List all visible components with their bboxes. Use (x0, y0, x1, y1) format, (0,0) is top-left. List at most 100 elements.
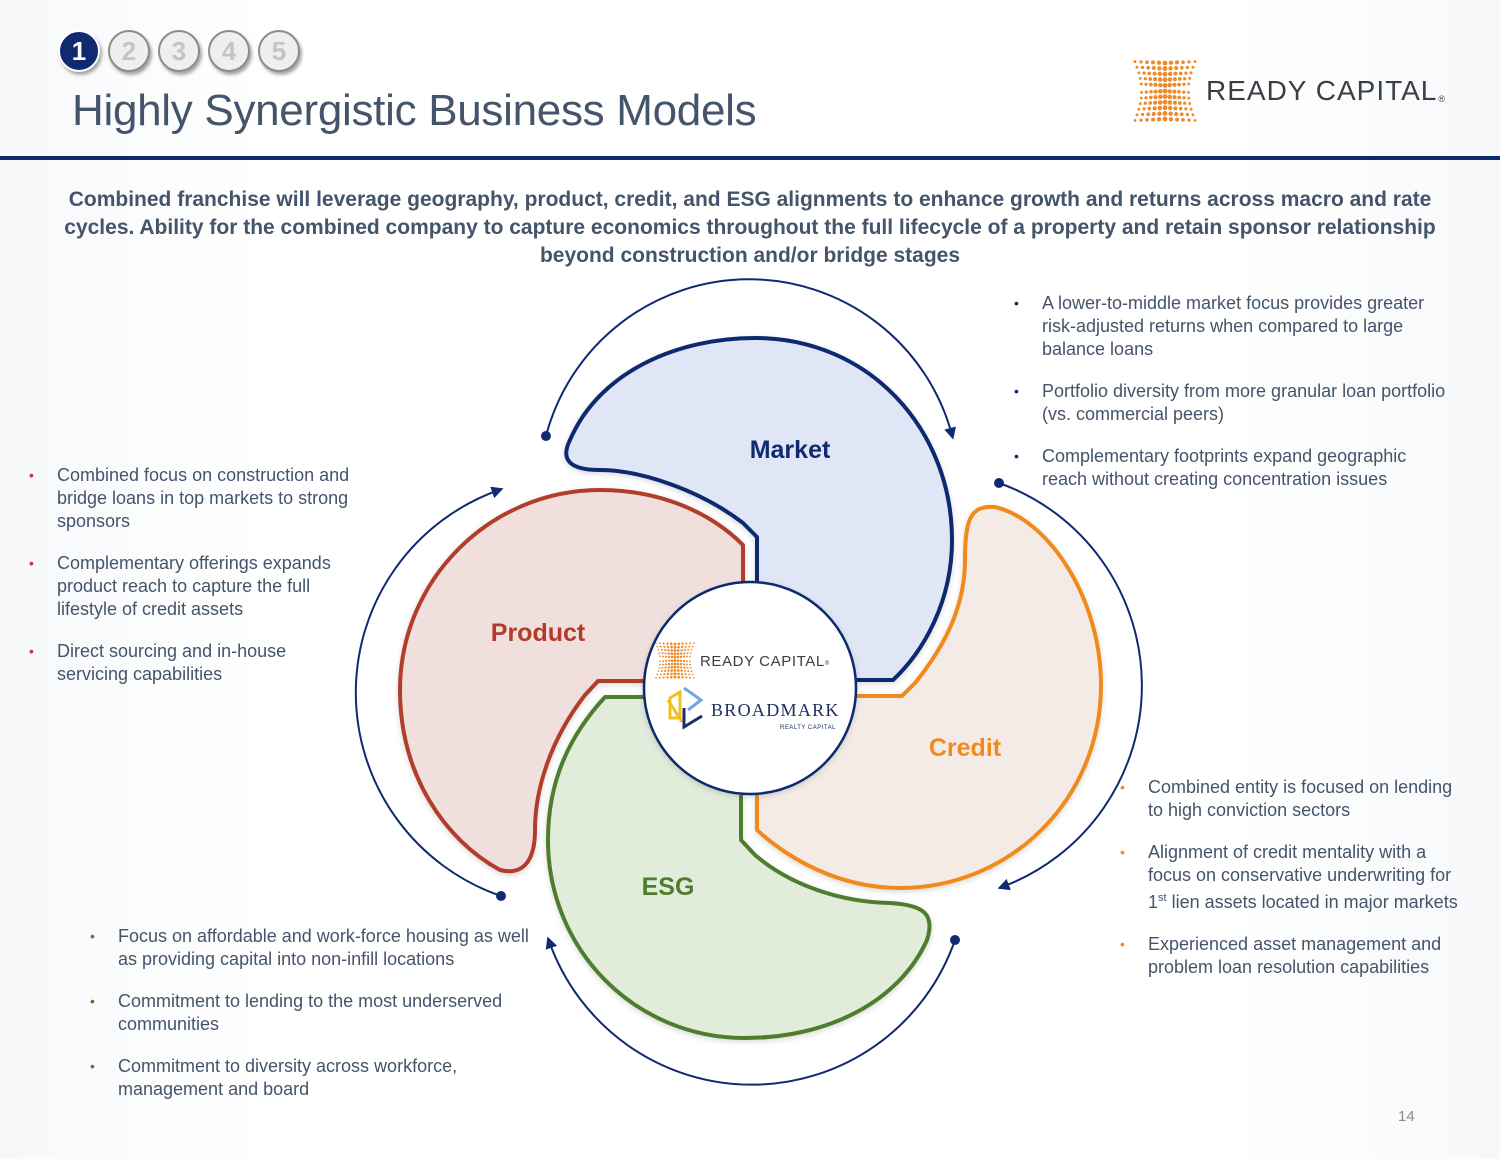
logo-dot (1179, 112, 1184, 117)
logo-dot (682, 659, 685, 663)
logo-dot (673, 655, 677, 659)
logo-dot (660, 670, 663, 673)
label-market: Market (750, 436, 831, 464)
logo-dot (658, 676, 661, 679)
logo-dot (677, 642, 681, 646)
logo-dot (665, 659, 668, 663)
logo-dot (1172, 89, 1177, 94)
logo-dot (1145, 117, 1149, 122)
logo-dot (680, 652, 683, 655)
esg-bullet: •Commitment to diversity across workforc… (90, 1056, 458, 1099)
step-5[interactable]: 5 (258, 30, 300, 72)
logo-dot (1139, 118, 1143, 122)
label-credit: Credit (929, 734, 1002, 762)
logo-dot (686, 666, 689, 669)
logo-dot (1167, 89, 1172, 94)
logo-dot (1172, 100, 1177, 105)
logo-dot (1179, 65, 1184, 70)
logo-dot (1133, 60, 1137, 64)
logo-dot (667, 652, 670, 655)
logo-dot (659, 660, 662, 663)
logo-dot (1135, 113, 1139, 117)
logo-dot (667, 666, 670, 669)
step-4[interactable]: 4 (208, 30, 250, 72)
logo-dot (689, 667, 692, 669)
header-divider (0, 156, 1500, 160)
market-bullet: •A lower-to-middle market focus provides… (1014, 293, 1425, 359)
logo-dot (1185, 112, 1190, 117)
logo-dot (666, 645, 670, 649)
esg-bullet: •Commitment to lending to the most under… (90, 991, 503, 1034)
logo-dot (679, 662, 683, 666)
logo-dot (1189, 107, 1193, 111)
logo-dot (691, 645, 694, 648)
logo-dot (1140, 90, 1144, 94)
logo-dot (1157, 100, 1163, 105)
segment-esg[interactable] (546, 695, 932, 1040)
arrow-esg-to-product (545, 936, 956, 1086)
market-bullet: •Complementary footprints expand geograp… (1014, 446, 1407, 489)
logo-dot (664, 649, 667, 652)
logo-dot (683, 666, 686, 669)
step-1[interactable]: 1 (58, 30, 100, 72)
logo-dot (677, 645, 680, 649)
logo-dot (1172, 77, 1177, 82)
logo-dot (1146, 112, 1151, 117)
logo-dot (1168, 66, 1173, 71)
step-2[interactable]: 2 (108, 30, 150, 72)
logo-dot (1138, 102, 1142, 106)
logo-dot (1162, 66, 1168, 72)
logo-dot (1162, 99, 1168, 105)
logo-dot (690, 648, 693, 651)
logo-dot (1167, 71, 1173, 77)
logo-dot (1139, 60, 1143, 64)
logo-dot (670, 669, 674, 672)
logo-dot (1144, 90, 1148, 94)
logo-dot (1177, 82, 1182, 87)
logo-dot (1140, 65, 1145, 70)
logo-dot (1147, 106, 1152, 111)
logo-dot (659, 673, 662, 676)
logo-dot (1157, 77, 1163, 82)
label-product: Product (491, 619, 586, 647)
logo-dot (1162, 105, 1168, 111)
logo-dot (658, 652, 661, 654)
logo-dot (1147, 71, 1152, 76)
step-navigation: 1 2 3 4 5 (58, 30, 300, 72)
logo-dot (687, 670, 690, 673)
logo-dot (670, 665, 674, 669)
logo-dot (693, 642, 695, 645)
logo-dot (680, 669, 683, 672)
logo-dot (1150, 60, 1156, 65)
logo-dot (681, 676, 684, 679)
logo-dot (1173, 71, 1178, 76)
logo-dot (670, 645, 673, 649)
logo-dot (1187, 82, 1191, 86)
logo-dot (669, 675, 673, 679)
logo-dot (658, 642, 661, 645)
product-bullets: •Combined focus on construction and brid… (29, 464, 359, 705)
logo-dot (1186, 90, 1190, 94)
credit-bullet: •Combined entity is focused on lending t… (1120, 777, 1453, 820)
logo-dot (680, 649, 683, 652)
logo-dot (1167, 82, 1172, 88)
segment-product[interactable] (398, 488, 745, 874)
logo-dot (1185, 65, 1190, 70)
logo-dot (676, 659, 680, 663)
logo-dot (680, 666, 683, 669)
segment-market[interactable] (564, 336, 954, 682)
logo-dot (1162, 110, 1168, 116)
logo-dot (660, 648, 663, 651)
logo-dot (673, 649, 677, 653)
logo-dot (673, 652, 677, 656)
segment-credit[interactable] (755, 504, 1103, 890)
logo-dot (676, 669, 680, 672)
logo-dot (1177, 95, 1182, 100)
logo-dot (688, 673, 691, 676)
center-broadmark-text: BROADMARK (711, 700, 840, 720)
step-3[interactable]: 3 (158, 30, 200, 72)
page-title: Highly Synergistic Business Models (72, 86, 757, 135)
arrow-product-to-market (354, 486, 504, 897)
logo-dot (1168, 60, 1174, 65)
